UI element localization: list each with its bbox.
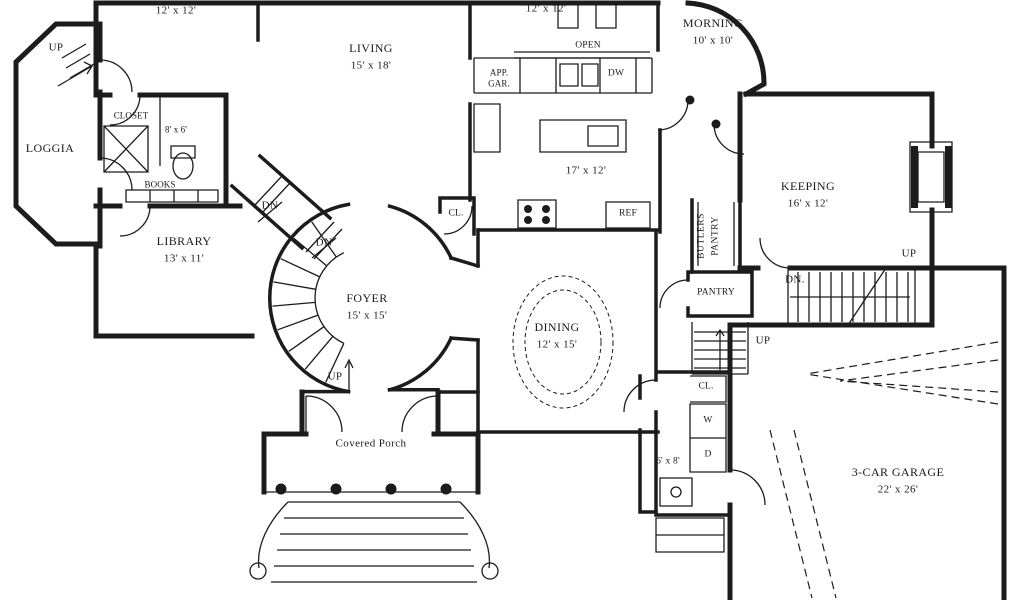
dining-ceiling-detail bbox=[512, 275, 614, 409]
loggia-label: LOGGIA bbox=[25, 141, 75, 155]
foyer-up-label: UP bbox=[327, 370, 343, 383]
living-label: LIVING bbox=[349, 41, 393, 55]
range-burner bbox=[542, 205, 550, 213]
foyer-closet-label: CL. bbox=[448, 208, 464, 219]
interior-walls bbox=[229, 1, 754, 517]
dishwasher-label: DW bbox=[607, 68, 625, 79]
back-stair-dn-label: DN. bbox=[785, 273, 805, 286]
fireplace-side bbox=[911, 146, 918, 208]
entry-up-label: UP bbox=[48, 41, 64, 54]
morning-size-label: 10' x 10' bbox=[692, 34, 734, 47]
closet-label: CLOSET bbox=[113, 110, 149, 121]
butlers-pantry-label: BUTLERS bbox=[696, 213, 707, 259]
solid-fixtures bbox=[275, 95, 952, 495]
library-label: LIBRARY bbox=[156, 234, 212, 248]
dining-size-label: 12' x 15' bbox=[536, 338, 578, 351]
detail-lines bbox=[57, 3, 953, 583]
garage-size-label: 22' x 26' bbox=[877, 483, 919, 496]
butlers-pantry-label: PANTRY bbox=[710, 216, 721, 256]
pantry-label: PANTRY bbox=[697, 287, 735, 298]
books-label: BOOKS bbox=[144, 179, 176, 190]
gallery-dn-label: DN bbox=[261, 199, 279, 212]
covered-porch-label: Covered Porch bbox=[335, 437, 407, 450]
foyer-label: FOYER bbox=[346, 291, 388, 305]
appliance-garage-label: APP. bbox=[489, 67, 509, 78]
morning-label: MORNING bbox=[682, 16, 744, 30]
range-burner bbox=[524, 216, 532, 224]
library-size-label: 13' x 11' bbox=[163, 252, 205, 265]
keeping-size-label: 16' x 12' bbox=[787, 197, 829, 210]
washer-label: W bbox=[703, 415, 713, 426]
porch-column bbox=[275, 483, 287, 495]
porch-column bbox=[440, 483, 452, 495]
dryer-label: D bbox=[704, 449, 712, 460]
porch-column bbox=[385, 483, 397, 495]
fireplace-side bbox=[945, 146, 952, 208]
upper-hall-size-label: 12' x 12' bbox=[525, 2, 567, 15]
keeping-label: KEEPING bbox=[780, 179, 836, 193]
range-burner bbox=[524, 205, 532, 213]
gallery-dn-label: DN bbox=[315, 236, 333, 249]
dashed-lines bbox=[769, 341, 999, 599]
open-label: OPEN bbox=[575, 40, 601, 51]
laundry-size-label: 6' x 8' bbox=[656, 456, 680, 467]
living-size-label: 15' x 18' bbox=[350, 59, 392, 72]
refrigerator-label: REF bbox=[618, 208, 638, 219]
foyer-size-label: 15' x 15' bbox=[346, 309, 388, 322]
garage-stair-up-label: UP bbox=[755, 334, 771, 347]
exterior-walls bbox=[13, 0, 1007, 600]
garage-label: 3-CAR GARAGE bbox=[851, 465, 945, 479]
morning-column bbox=[685, 95, 695, 105]
range-burner bbox=[542, 216, 550, 224]
porch-column bbox=[330, 483, 342, 495]
bath-size-label: 8' x 6' bbox=[165, 124, 187, 135]
bedroom-size-label: 12' x 12' bbox=[155, 4, 197, 17]
laundry-closet-label: CL. bbox=[698, 381, 714, 392]
dining-label: DINING bbox=[534, 320, 580, 334]
kitchen-size-label: 17' x 12' bbox=[565, 164, 607, 177]
morning-column bbox=[711, 119, 721, 129]
appliance-garage-label: GAR. bbox=[488, 78, 510, 89]
back-stair-up-label: UP bbox=[901, 247, 917, 260]
